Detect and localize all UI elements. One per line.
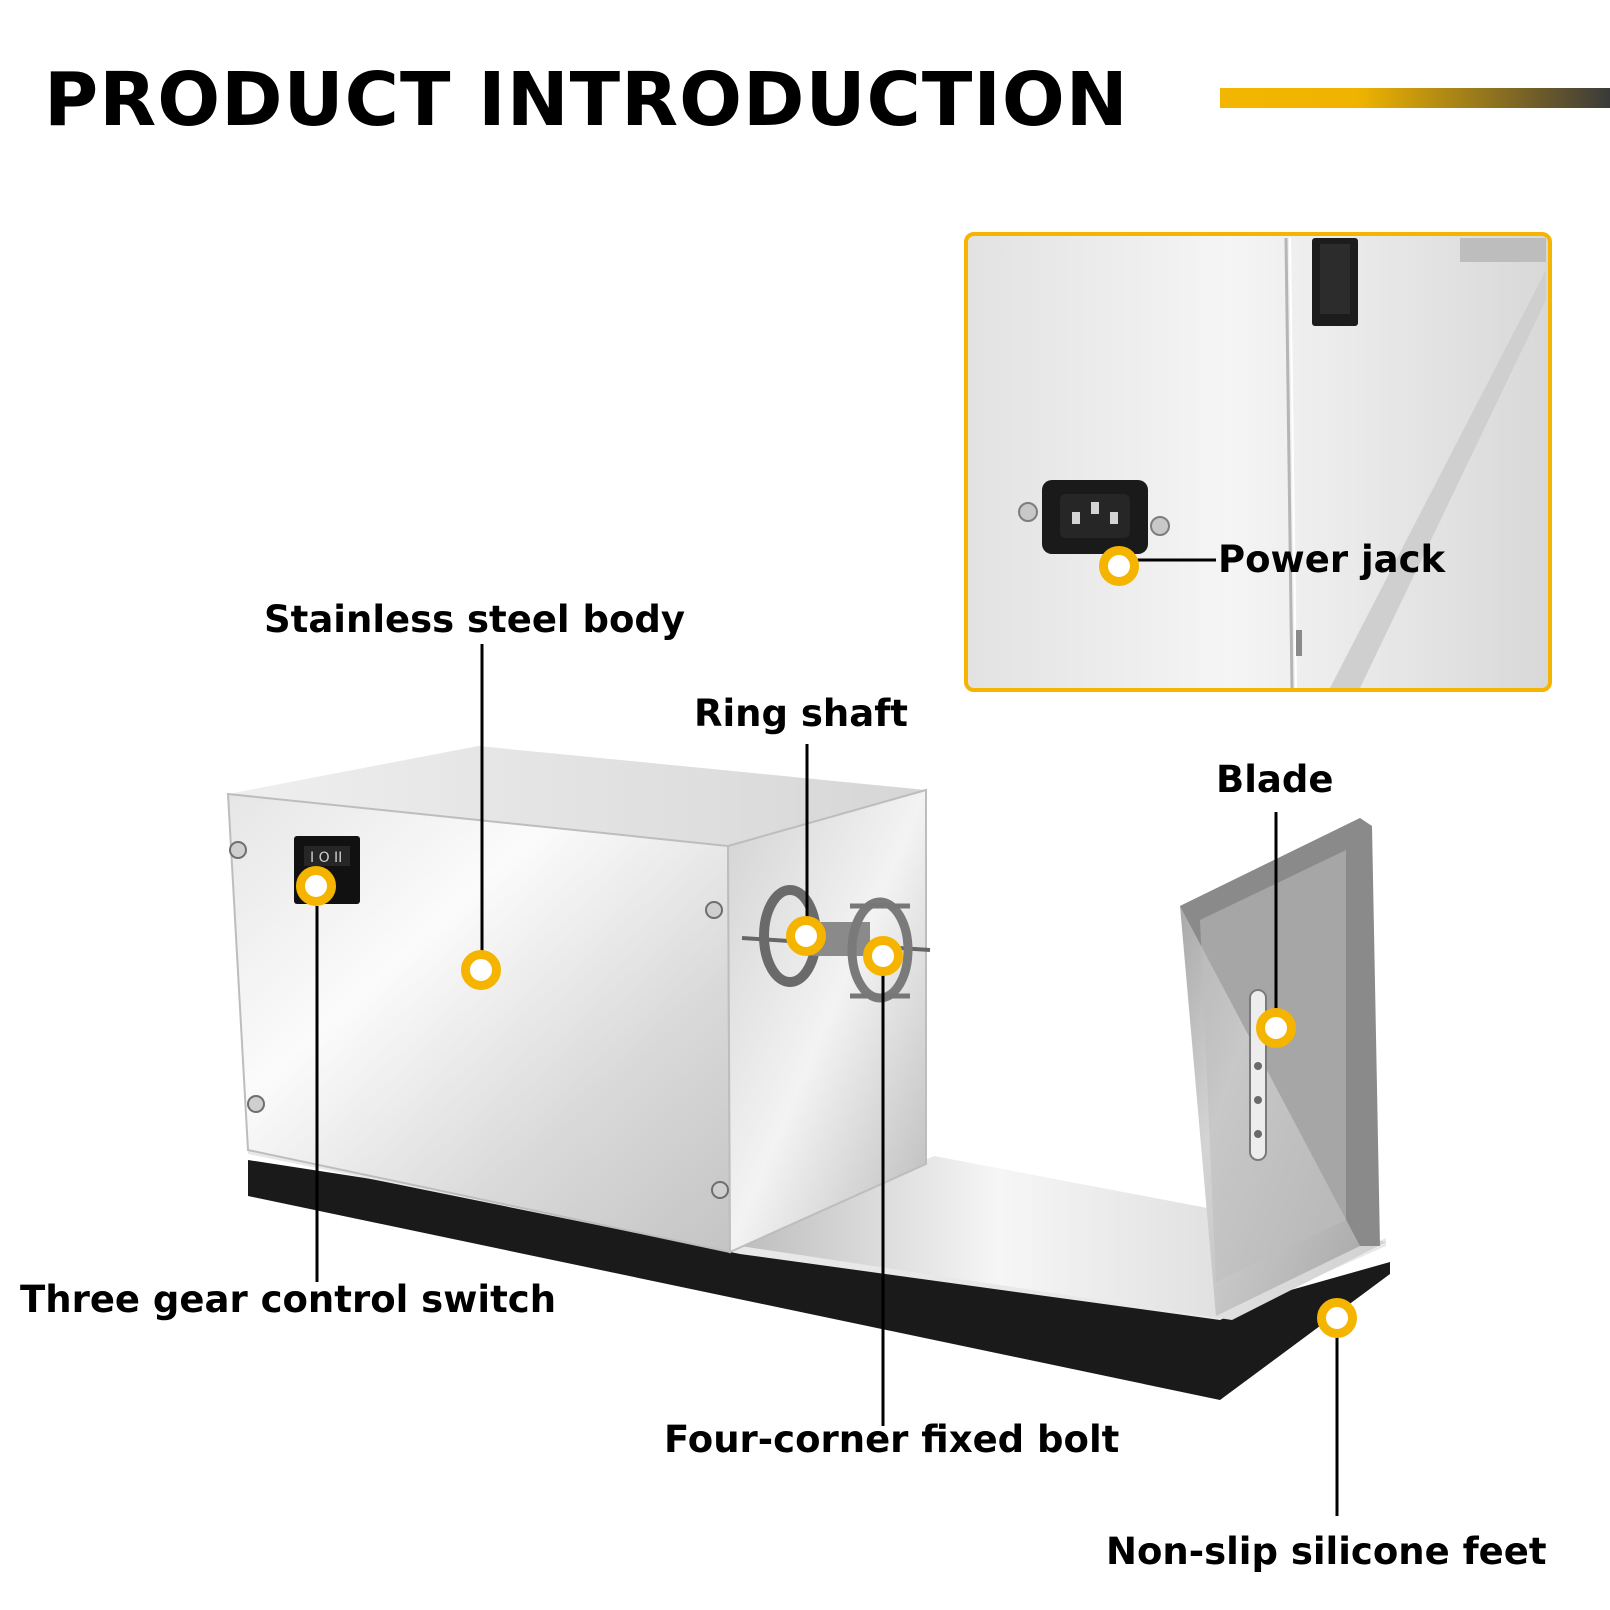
screw-icon: [229, 841, 729, 1199]
label-power-jack: Power jack: [1218, 538, 1446, 581]
label-switch: Three gear control switch: [20, 1278, 557, 1321]
page-title: PRODUCT INTRODUCTION: [44, 57, 1129, 143]
power-jack-marker: [1099, 546, 1139, 586]
power-jack-icon: [1042, 480, 1148, 554]
bolt-marker: [863, 936, 903, 976]
label-feet: Non-slip silicone feet: [1106, 1530, 1547, 1573]
svg-text:I O II: I O II: [310, 850, 342, 866]
rocker-switch-icon: [1312, 238, 1358, 326]
body-marker: [461, 950, 501, 990]
switch-marker: [296, 866, 336, 906]
label-bolt: Four-corner fixed bolt: [664, 1418, 1120, 1461]
label-stainless-body: Stainless steel body: [264, 598, 686, 641]
ring-shaft-marker: [786, 916, 826, 956]
screw-icon: [1018, 502, 1170, 536]
label-ring-shaft: Ring shaft: [694, 692, 908, 735]
machine: I O II: [226, 746, 1390, 1400]
leader-lines: [315, 644, 1339, 1516]
power-jack-inset: [964, 232, 1552, 692]
label-blade: Blade: [1216, 758, 1334, 801]
blade-marker: [1256, 1008, 1296, 1048]
feet-marker: [1317, 1298, 1357, 1338]
title-rule: [1220, 88, 1610, 108]
